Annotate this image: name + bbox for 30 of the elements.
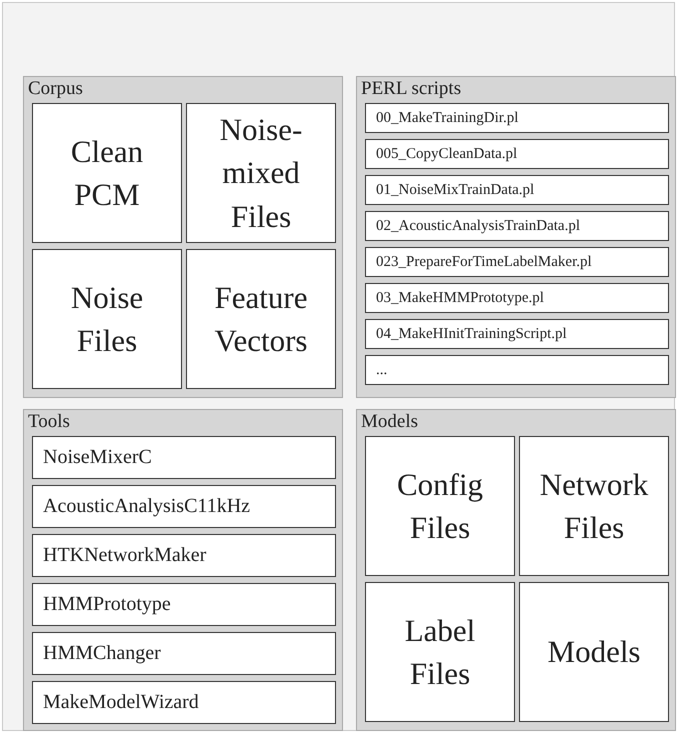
script-item: ... bbox=[365, 355, 669, 385]
tool-item: MakeModelWizard bbox=[32, 681, 336, 724]
component-tile: Feature Vectors bbox=[186, 249, 336, 389]
script-item: 02_AcousticAnalysisTrainData.pl bbox=[365, 211, 669, 241]
script-item: 03_MakeHMMPrototype.pl bbox=[365, 283, 669, 313]
component-tile: Noise-mixed Files bbox=[186, 103, 336, 243]
component-tile: Models bbox=[519, 582, 669, 722]
group-panel bbox=[356, 76, 676, 398]
group-heading: Corpus bbox=[28, 78, 83, 100]
group-panel bbox=[23, 76, 343, 398]
group-panel bbox=[23, 409, 343, 731]
script-item: 01_NoiseMixTrainData.pl bbox=[365, 175, 669, 205]
tool-item: HMMPrototype bbox=[32, 583, 336, 626]
group-heading: PERL scripts bbox=[361, 78, 462, 100]
script-item: 023_PrepareForTimeLabelMaker.pl bbox=[365, 247, 669, 277]
tool-item: AcousticAnalysisC11kHz bbox=[32, 485, 336, 528]
tool-item: NoiseMixerC bbox=[32, 436, 336, 479]
component-tile: Network Files bbox=[519, 436, 669, 576]
group-panel bbox=[356, 409, 676, 731]
component-tile: Noise Files bbox=[32, 249, 182, 389]
tool-item: HMMChanger bbox=[32, 632, 336, 675]
component-tile: Clean PCM bbox=[32, 103, 182, 243]
group-heading: Tools bbox=[28, 411, 70, 433]
script-item: 00_MakeTrainingDir.pl bbox=[365, 103, 669, 133]
group-heading: Models bbox=[361, 411, 418, 433]
component-tile: Label Files bbox=[365, 582, 515, 722]
component-tile: Config Files bbox=[365, 436, 515, 576]
script-item: 005_CopyCleanData.pl bbox=[365, 139, 669, 169]
script-item: 04_MakeHInitTrainingScript.pl bbox=[365, 319, 669, 349]
tool-item: HTKNetworkMaker bbox=[32, 534, 336, 577]
